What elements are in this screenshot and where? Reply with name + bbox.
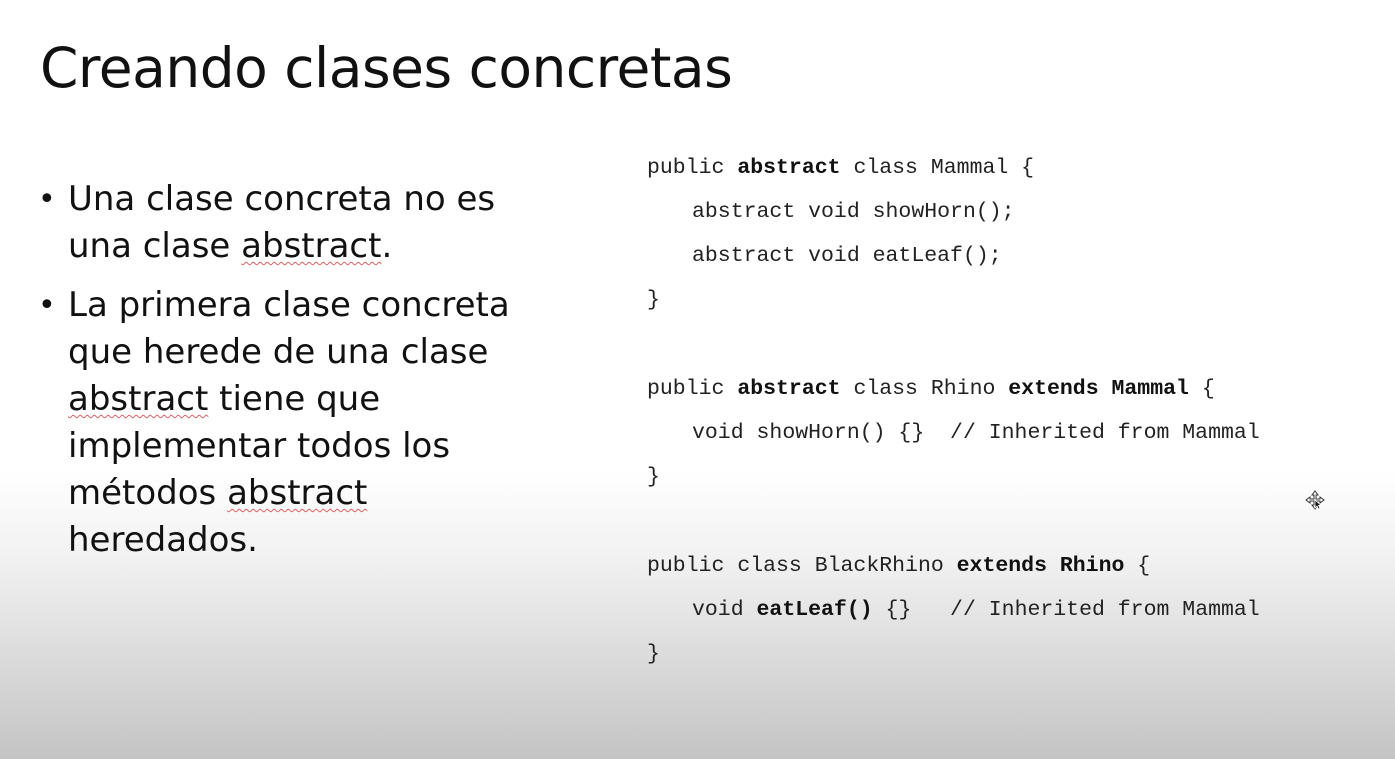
bullet-dot-icon: • bbox=[38, 288, 56, 323]
bullet-dot-icon: • bbox=[38, 182, 56, 217]
bullet-2-part3: heredados. bbox=[68, 520, 258, 560]
code-token: { bbox=[1124, 554, 1151, 578]
move-cursor-icon bbox=[1305, 490, 1325, 510]
code-line-blackrhino-close: } bbox=[647, 642, 660, 666]
bullet-2-text: La primera clase concreta que herede de … bbox=[68, 285, 510, 560]
code-line-rhino-close: } bbox=[647, 465, 660, 489]
bullet-2-keyword-2: abstract bbox=[227, 473, 368, 513]
code-line-rhino-showhorn: void showHorn() {} // Inherited from Mam… bbox=[692, 421, 1260, 445]
code-line-rhino-declaration: public abstract class Rhino extends Mamm… bbox=[647, 367, 1367, 411]
code-keyword: abstract bbox=[737, 156, 841, 180]
code-token: class Rhino bbox=[840, 377, 1009, 401]
code-token: public class BlackRhino bbox=[647, 554, 957, 578]
slide-title: Creando clases concretas bbox=[40, 36, 733, 100]
code-token: {} // Inherited from Mammal bbox=[872, 598, 1260, 622]
code-keyword: abstract bbox=[737, 377, 841, 401]
code-line-mammal-showhorn: abstract void showHorn(); bbox=[692, 200, 1015, 224]
code-spacer bbox=[647, 322, 1367, 367]
code-line-blackrhino-eatleaf: void eatLeaf() {} // Inherited from Mamm… bbox=[647, 588, 1367, 632]
bullet-item-1: • Una clase concreta no es una clase abs… bbox=[38, 176, 558, 270]
bullet-2-part2: tiene que implementar todos los métodos bbox=[68, 379, 451, 513]
code-token: public bbox=[647, 156, 738, 180]
code-spacer bbox=[647, 499, 1367, 544]
code-keyword: eatLeaf() bbox=[756, 598, 873, 622]
code-line-blackrhino-declaration: public class BlackRhino extends Rhino { bbox=[647, 544, 1367, 588]
code-token: public bbox=[647, 377, 738, 401]
bullet-1-part1: Una clase concreta no es una clase bbox=[68, 179, 496, 266]
code-keyword: extends Mammal bbox=[1008, 377, 1189, 401]
code-line-mammal-eatleaf: abstract void eatLeaf(); bbox=[692, 244, 1002, 268]
code-token: class Mammal { bbox=[840, 156, 1035, 180]
code-token: void bbox=[692, 598, 757, 622]
code-keyword: extends Rhino bbox=[956, 554, 1125, 578]
bullet-2-part1: La primera clase concreta que herede de … bbox=[68, 285, 510, 372]
bullet-list: • Una clase concreta no es una clase abs… bbox=[38, 176, 558, 576]
bullet-1-text: Una clase concreta no es una clase abstr… bbox=[68, 179, 495, 266]
bullet-1-keyword: abstract bbox=[241, 226, 382, 266]
code-line-mammal-close: } bbox=[647, 288, 660, 312]
code-token: { bbox=[1188, 377, 1215, 401]
code-block: public abstract class Mammal { abstract … bbox=[647, 146, 1367, 676]
bullet-2-keyword-1: abstract bbox=[68, 379, 209, 419]
code-line-mammal-declaration: public abstract class Mammal { bbox=[647, 146, 1367, 190]
bullet-item-2: • La primera clase concreta que herede d… bbox=[38, 282, 558, 564]
bullet-1-part2: . bbox=[381, 226, 393, 266]
